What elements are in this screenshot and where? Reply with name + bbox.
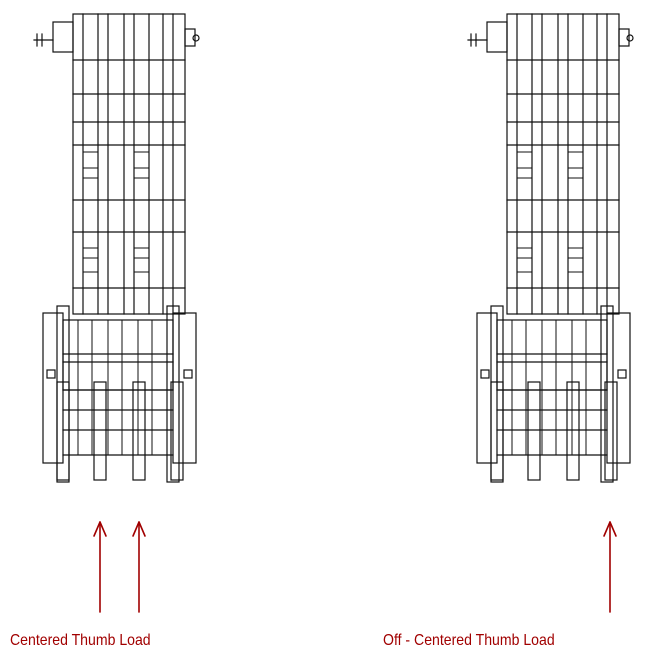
off-centered-load-assembly bbox=[467, 13, 634, 483]
off-centered-load-tines bbox=[490, 381, 618, 481]
off-centered-load-arrow bbox=[603, 521, 617, 613]
centered-load-arrow-1 bbox=[93, 521, 107, 613]
off-centered-thumb-load-caption: Off - Centered Thumb Load bbox=[383, 632, 555, 649]
centered-load-arm bbox=[72, 13, 186, 315]
off-centered-load-bucket bbox=[476, 305, 631, 483]
centered-load-arrow-2 bbox=[132, 521, 146, 613]
centered-load-assembly bbox=[33, 13, 200, 483]
centered-load-arrows bbox=[93, 521, 146, 613]
off-centered-load-arm bbox=[506, 13, 620, 315]
centered-load-tines bbox=[56, 381, 184, 481]
centered-load-pin-end bbox=[33, 21, 200, 53]
centered-thumb-load-caption: Centered Thumb Load bbox=[10, 632, 151, 649]
off-centered-load-pin-end bbox=[467, 21, 634, 53]
centered-load-bucket bbox=[42, 305, 197, 483]
